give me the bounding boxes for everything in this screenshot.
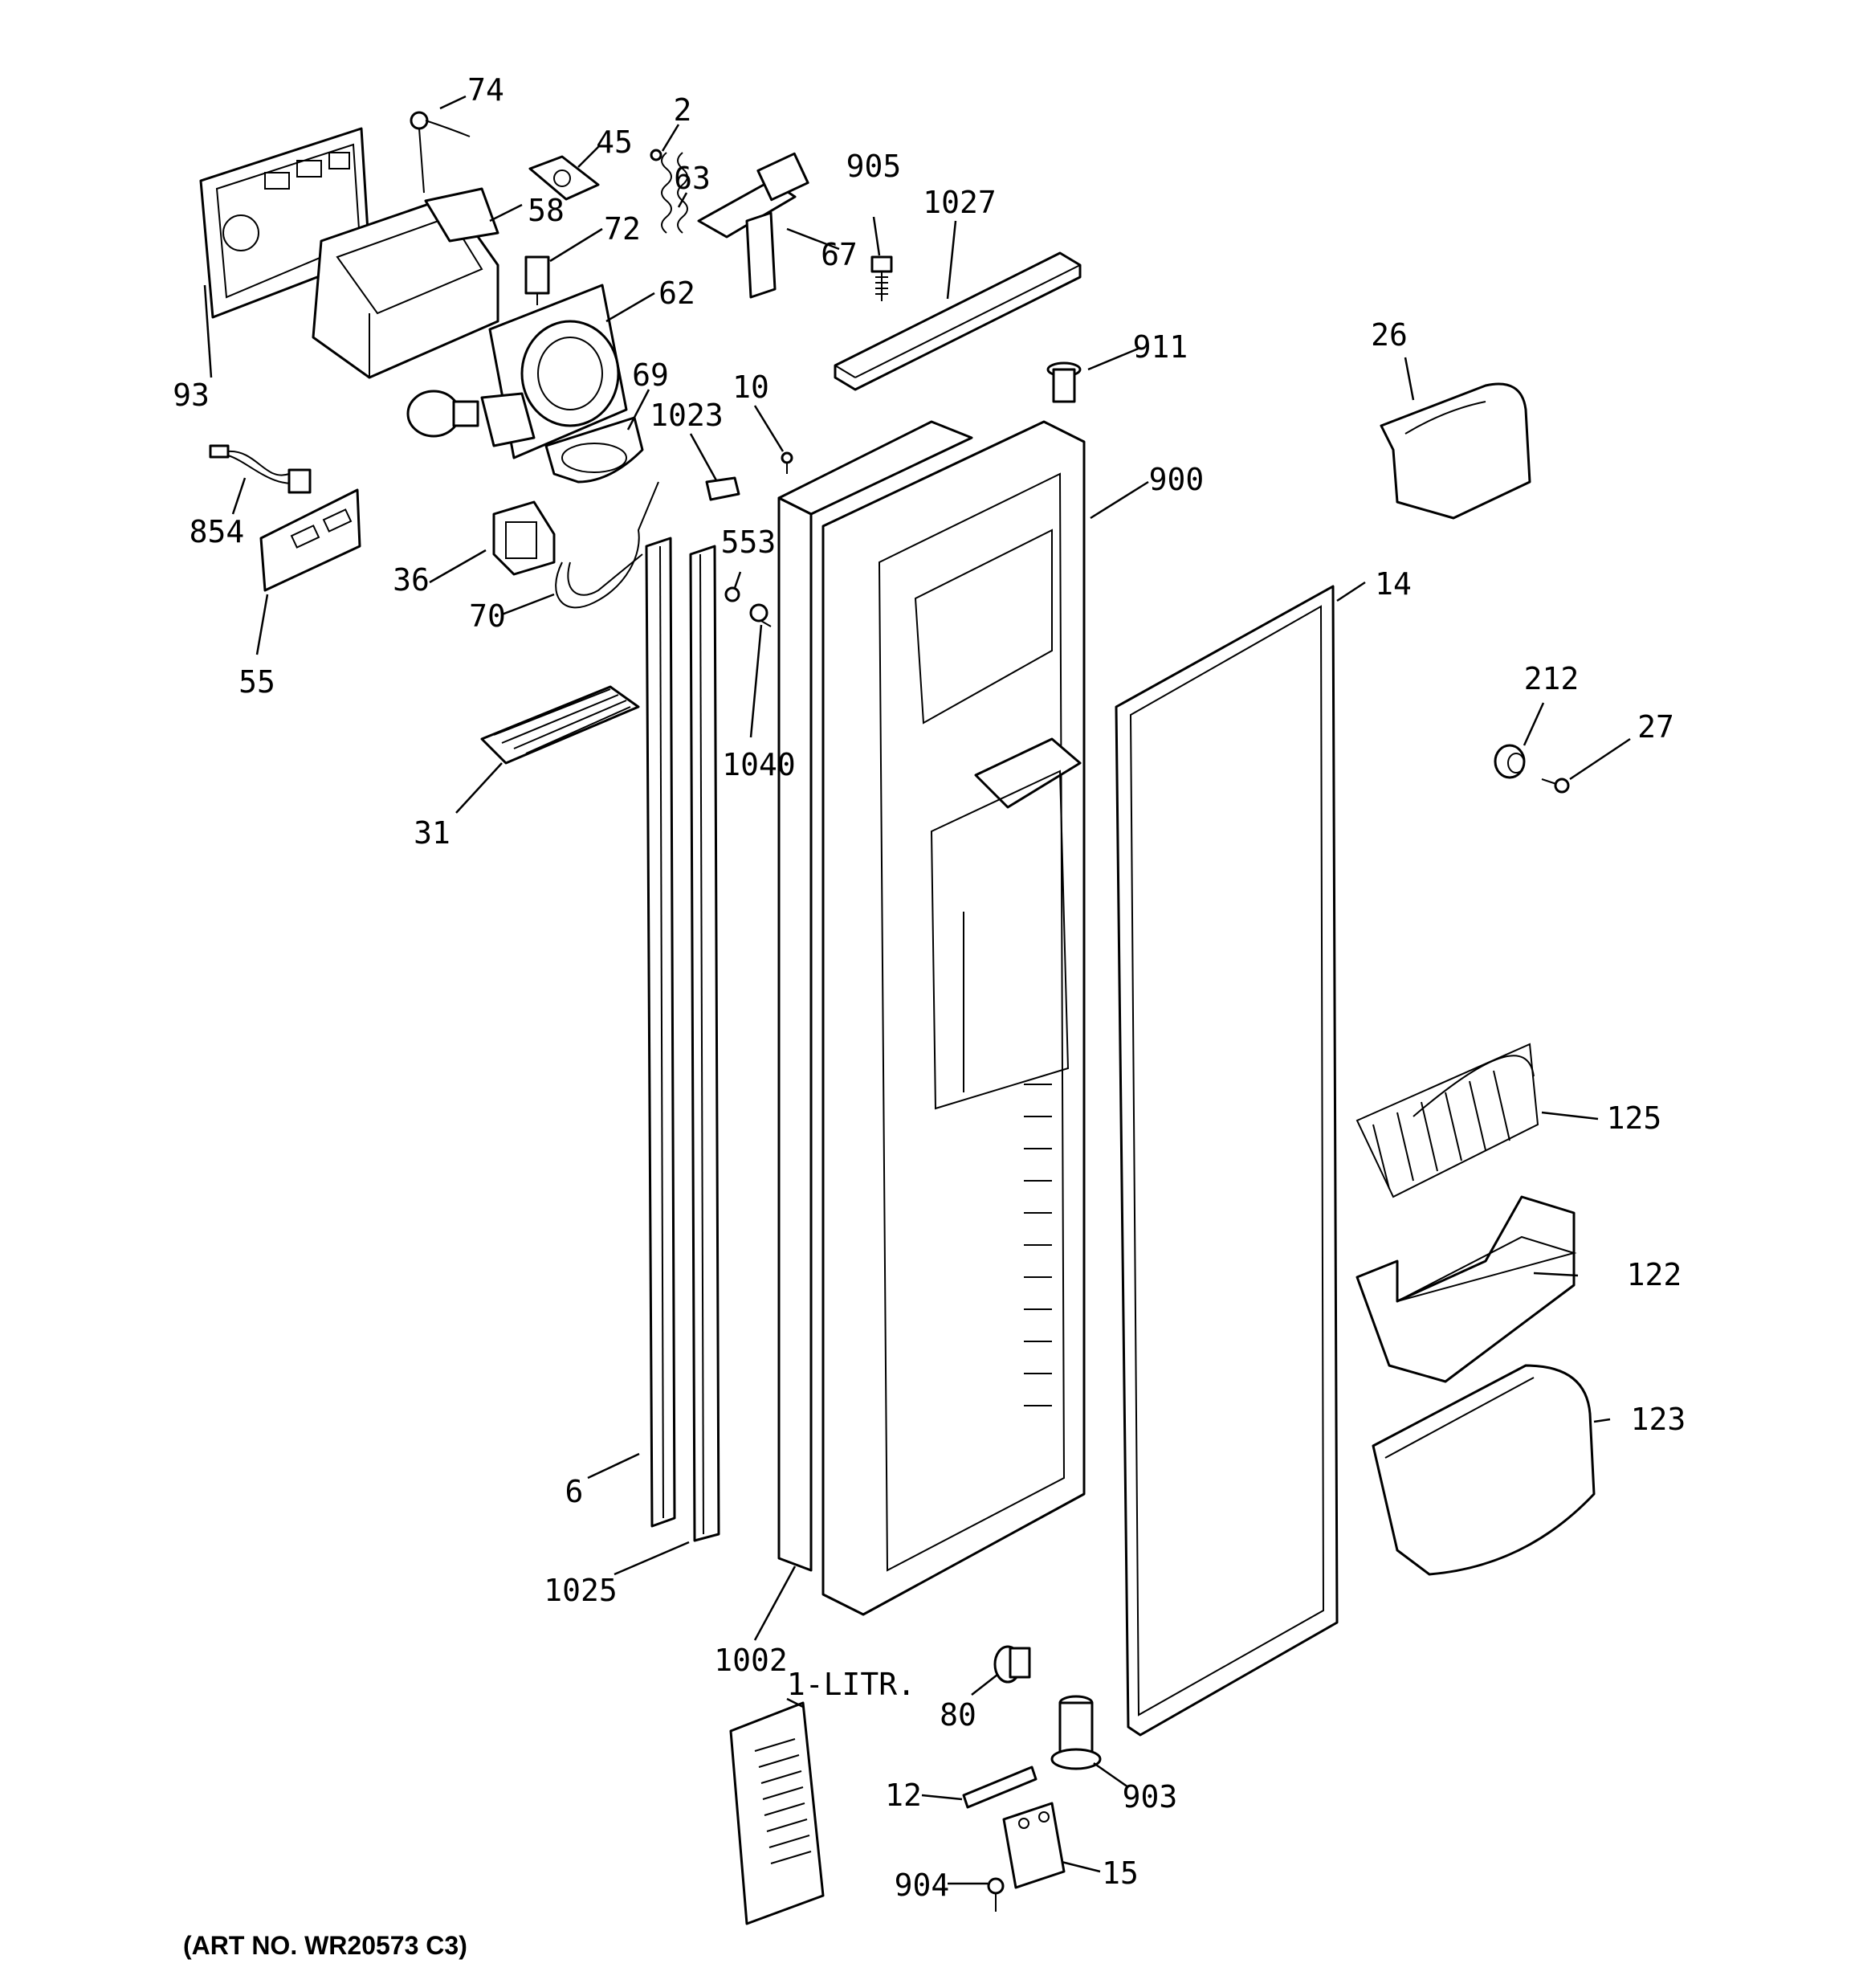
callout-62: 62 [658, 276, 695, 311]
hinge-bottom-screw-part [987, 1877, 1005, 1912]
callout-903: 903 [1123, 1779, 1178, 1815]
callout-55: 55 [238, 664, 275, 700]
callout-6: 6 [565, 1474, 584, 1509]
callout-36: 36 [393, 562, 430, 598]
callout-15: 15 [1102, 1855, 1139, 1891]
callout-67: 67 [821, 237, 858, 272]
callout-1002: 1002 [714, 1643, 788, 1678]
callout-58: 58 [528, 193, 565, 228]
trim-strip-part [645, 537, 676, 1528]
door-side-trim-part [777, 420, 973, 1572]
callout-905: 905 [846, 149, 902, 184]
wire-bracket-part [555, 481, 659, 609]
switch-part [524, 255, 550, 305]
door-bin-part [1355, 1195, 1577, 1383]
callout-labels: 74 2 45 63 905 1027 58 72 67 62 911 26 9… [173, 72, 1686, 1903]
hinge-pin-sleeve-part [1050, 1695, 1102, 1770]
bottom-bracket-part [962, 1766, 1037, 1809]
plug-part [993, 1645, 1031, 1684]
screw-part [781, 451, 793, 474]
callout-911: 911 [1133, 329, 1188, 365]
callout-1040: 1040 [722, 747, 796, 782]
small-screw-part [650, 149, 662, 161]
callout-63: 63 [674, 161, 711, 196]
coil-spring-part [661, 152, 688, 234]
door-shell-part [821, 420, 1086, 1616]
funnel-part [544, 416, 644, 484]
callout-125: 125 [1607, 1100, 1662, 1136]
callout-2: 2 [674, 92, 692, 128]
callout-122: 122 [1627, 1257, 1682, 1292]
leader-lines [203, 95, 1631, 1885]
callout-904: 904 [895, 1868, 950, 1903]
callout-900: 900 [1149, 462, 1205, 497]
circuit-board-part [259, 488, 361, 592]
callout-70: 70 [469, 598, 506, 634]
drip-grille-part [480, 685, 640, 765]
callout-31: 31 [414, 815, 450, 851]
callout-80: 80 [940, 1697, 976, 1733]
hinge-trim-part [689, 545, 720, 1542]
callout-123: 123 [1631, 1402, 1686, 1437]
callout-1-litr: 1-LITR. [787, 1667, 915, 1702]
dispenser-housing-part [312, 187, 499, 379]
callout-45: 45 [596, 125, 633, 160]
motor-part [406, 390, 536, 447]
callout-69: 69 [632, 357, 669, 393]
callout-72: 72 [604, 211, 641, 247]
wire-shelf-part [1355, 1043, 1539, 1198]
door-gasket-part [1115, 585, 1339, 1737]
callout-1023: 1023 [650, 398, 724, 433]
hinge-bushing-part [1046, 361, 1082, 403]
door-rack-ribs [1024, 1084, 1052, 1406]
clip-part [705, 476, 740, 501]
hinge-pin-part [1494, 744, 1526, 779]
callout-14: 14 [1375, 566, 1412, 602]
callout-93: 93 [173, 378, 210, 413]
ice-bucket-part [1380, 382, 1531, 520]
callout-10: 10 [732, 369, 769, 405]
bracket-part [528, 155, 600, 201]
callout-553: 553 [721, 525, 777, 560]
door-top-cap-part [834, 251, 1082, 391]
callout-1025: 1025 [544, 1573, 618, 1608]
callout-74: 74 [467, 72, 504, 108]
callout-1027: 1027 [923, 185, 997, 220]
callout-26: 26 [1371, 317, 1408, 353]
wire-harness-part [209, 444, 312, 494]
door-bucket-part [1372, 1364, 1596, 1576]
bottom-hinge-part [1002, 1802, 1066, 1889]
bolt-part [870, 255, 893, 301]
lever-arm-part [697, 152, 809, 299]
literature-booklet-part [729, 1701, 825, 1925]
hinge-screw-part [1541, 778, 1570, 794]
screw-plug-part [724, 586, 772, 627]
spring-wire-part [410, 111, 471, 194]
callout-12: 12 [885, 1778, 922, 1813]
art-number: (ART NO. WR20573 C3) [183, 1931, 467, 1960]
callout-854: 854 [190, 514, 245, 549]
switch-bracket-part [492, 500, 556, 576]
callout-212: 212 [1524, 661, 1580, 696]
callout-27: 27 [1637, 709, 1674, 745]
